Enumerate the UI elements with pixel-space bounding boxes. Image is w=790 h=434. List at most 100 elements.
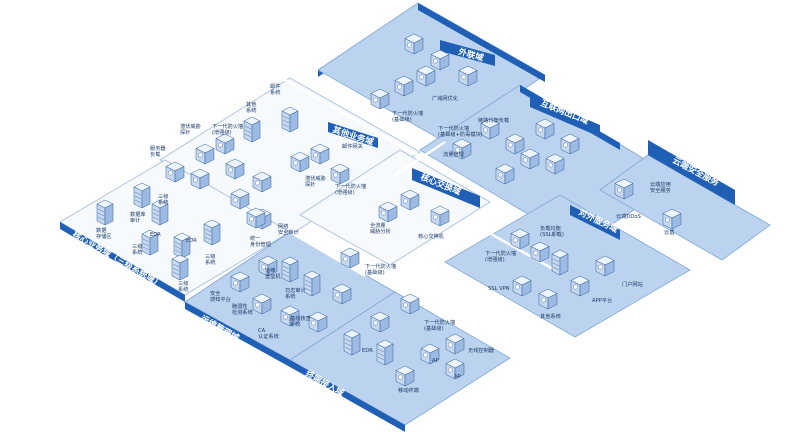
cloud-ddos-icon: [614, 178, 634, 200]
label-ta-mobile: 移动终端: [398, 386, 419, 394]
other-device-icon: [252, 171, 272, 193]
es-portal-icon: [595, 255, 615, 277]
core-flow-icon: [378, 201, 398, 223]
ops-rack-icon: [281, 256, 299, 283]
other-device-icon: [225, 158, 245, 180]
label-inet-fw: 下一代防火墙(基础级+防毒模块): [438, 124, 483, 138]
other-rack-icon: [281, 106, 299, 133]
core-switch-icon: [400, 189, 420, 211]
flow-lines: [284, 78, 556, 320]
ops-rack-icon: [303, 270, 321, 297]
ta-mobile-icon: [395, 365, 415, 387]
inet-device-icon: [520, 148, 540, 170]
zone-cloud-security: [599, 140, 771, 261]
cb-sys-icon: [203, 219, 221, 246]
label-cloud-appsec: 云端应用安全服务: [650, 180, 671, 194]
other-rack-icon: [243, 116, 261, 143]
label-other-fw: 下一代防火墙(增强级): [212, 122, 243, 136]
label-other-fw2: 下一代防火墙(增强级): [335, 182, 366, 196]
label-other-serverlb: 服务器负载: [150, 144, 166, 158]
ta-fw-icon: [400, 293, 420, 315]
label-ops-log: 日志审计系统: [285, 286, 306, 300]
label-other-latent2: 潜伏威胁探针: [305, 174, 326, 188]
label-ext-broadband: 广域网优化: [432, 94, 458, 102]
other-device-icon: [290, 151, 310, 173]
inet-device-icon: [495, 163, 515, 185]
other-device-icon: [330, 163, 350, 185]
other-device-icon: [190, 168, 210, 190]
ext-device-icon: [430, 49, 450, 71]
inet-device-icon: [535, 118, 555, 140]
label-ta-edr: EDR: [362, 348, 373, 354]
label-other-latent: 潜伏威胁探针: [180, 122, 201, 136]
label-cb-server: 三级系统: [158, 192, 168, 206]
zone-terminal-access: [289, 291, 511, 432]
label-core-switch: 核心交换机: [418, 232, 445, 240]
ops-device-icon: [230, 271, 250, 293]
label-es-other: 其他系统: [540, 312, 561, 320]
inet-device-icon: [545, 153, 565, 175]
ta-device-icon: [370, 311, 390, 333]
label-cb-netaudit: 网络安全审计: [278, 222, 299, 236]
other-device-icon: [230, 188, 250, 210]
es-other-icon: [538, 288, 558, 310]
device-labels: 广域网优化 下一代防火墙(基础级) 链路均衡负载 下一代防火墙(基础级+防毒模块…: [96, 82, 674, 394]
label-ops-fw: 下一代防火墙(基础级): [365, 262, 396, 276]
inet-device-icon: [505, 133, 525, 155]
ext-device-icon: [394, 75, 414, 97]
ta-wlc-icon: [445, 333, 465, 355]
core-device-icon: [430, 205, 450, 227]
ops-device-icon: [252, 293, 272, 315]
es-vpn-icon: [512, 275, 532, 297]
label-ops-situation: 安全感知平台: [210, 289, 231, 303]
label-es-sslvpn: SSL VPN: [488, 286, 510, 292]
label-ta-ap2: AP: [454, 374, 461, 380]
label-cloud-ddos: 云端DDoS: [616, 212, 641, 220]
cb-edr-icon: [173, 232, 191, 259]
label-cb-unified: 统一身份管理: [250, 234, 272, 248]
label-es-app: APP平台: [592, 296, 612, 304]
ext-device-icon: [458, 65, 478, 87]
es-app-icon: [570, 275, 590, 297]
ops-device-icon: [308, 311, 328, 333]
ext-device-icon: [416, 65, 436, 87]
other-device-icon: [195, 143, 215, 165]
label-cb-edr: EDR: [150, 232, 161, 238]
label-ta-fw: 下一代防火墙(基础级): [424, 318, 455, 332]
label-ext-firewall: 下一代防火墙(基础级): [392, 109, 423, 123]
es-device-icon: [510, 228, 530, 250]
other-mailgw-icon: [310, 143, 330, 165]
label-cb-sys3b: 三级系统: [205, 252, 215, 266]
ta-edr-icon: [343, 329, 361, 356]
label-es-portal: 门户网站: [622, 280, 643, 288]
label-other-sys: 其他系统: [246, 100, 256, 114]
label-ops-mgmt: 运维堡垒机: [265, 266, 281, 280]
label-ta-ap: AP: [432, 358, 439, 364]
cb-sys-icon: [171, 254, 189, 281]
cloud-shield-icon: [662, 208, 682, 230]
inet-device-icon: [560, 133, 580, 155]
label-other-mail: 邮件系统: [270, 82, 280, 96]
label-cb-sys3c: 三级系统: [178, 279, 188, 293]
label-cb-dbaudit: 数据库审计: [130, 210, 146, 224]
label-ta-wlc: 无线控制器: [468, 346, 495, 354]
label-cb-edr2: EDR: [186, 238, 197, 244]
label-inet-lb: 链路均衡负载: [478, 116, 509, 124]
label-es-fw: 下一代防火墙(增强级): [485, 249, 516, 263]
other-server-lb-icon: [165, 161, 185, 183]
label-cb-data: 数据存储区: [96, 226, 112, 240]
label-other-mailgw: 邮件网关: [342, 142, 363, 150]
label-ops-vuln: 脆弱性检测系统: [232, 302, 253, 316]
other-device-icon: [215, 133, 235, 155]
label-cb-sys3a: 三级系统: [132, 242, 142, 256]
label-core-flow: 全流量威胁分析: [370, 221, 391, 235]
ta-rack-icon: [376, 339, 394, 366]
label-cloud-shield: 云盾: [664, 229, 674, 236]
cb-storage-icon: [96, 199, 114, 226]
es-rack-icon: [551, 249, 569, 276]
cb-db-icon: [133, 182, 151, 209]
ops-device-icon: [332, 283, 352, 305]
